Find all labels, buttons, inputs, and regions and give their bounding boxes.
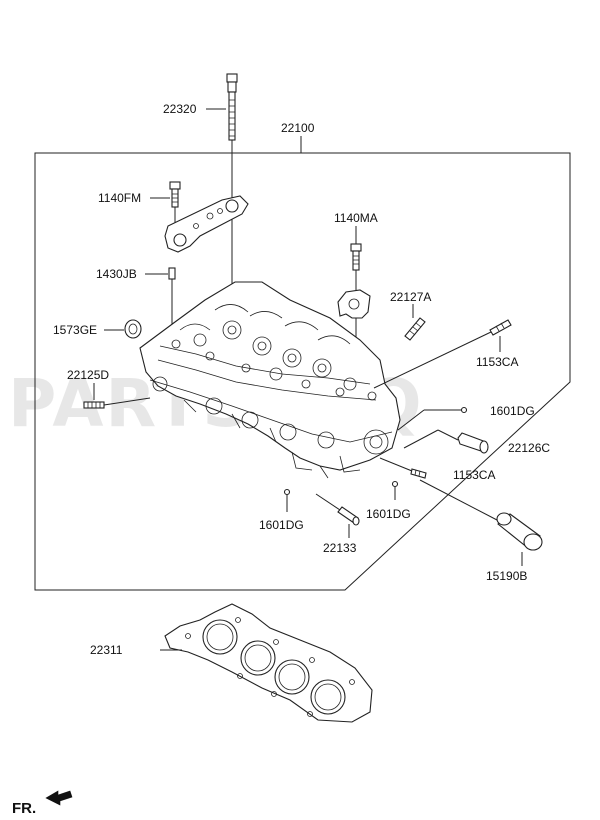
label-1601DG-right[interactable]: 1601DG [490,404,535,418]
head-gasket-22311[interactable] [160,603,373,723]
dowel-pin-1601DG-left[interactable] [283,488,291,513]
dowel-pin-1601DG-right[interactable] [397,406,468,431]
label-1153CA-upper[interactable]: 1153CA [476,355,518,369]
label-22125D[interactable]: 22125D [67,368,109,382]
plug-1573GE[interactable] [124,319,142,339]
label-22133[interactable]: 22133 [323,541,357,555]
label-1430JB[interactable]: 1430JB [96,267,137,281]
dowel-pin-1601DG-mid[interactable] [391,480,399,501]
assembly-frame [34,152,571,591]
bolt-1140MA[interactable] [350,243,362,296]
stud-1153CA-upper[interactable] [373,319,512,389]
stud-22126C[interactable] [403,429,489,454]
front-label: FR. [12,800,36,817]
label-1601DG-left[interactable]: 1601DG [259,518,304,532]
stud-22125D[interactable] [83,397,151,409]
label-1153CA-lower[interactable]: 1153CA [453,468,495,482]
stud-1153CA-lower[interactable] [379,457,427,479]
label-1140FM[interactable]: 1140FM [98,191,141,205]
label-22311[interactable]: 22311 [90,643,123,657]
label-1573GE[interactable]: 1573GE [53,323,97,337]
head-bolt-22320[interactable] [226,73,238,296]
label-15190B[interactable]: 15190B [486,569,527,583]
label-22127A[interactable]: 22127A [390,290,431,304]
camshaft-cap-right[interactable] [337,289,371,348]
pin-22133[interactable] [315,493,360,538]
label-22126C[interactable]: 22126C [508,441,550,455]
label-1601DG-mid[interactable]: 1601DG [366,507,411,521]
label-22100[interactable]: 22100 [281,121,315,135]
label-1140MA[interactable]: 1140MA [334,211,378,225]
sleeve-15190B[interactable] [419,479,543,566]
stud-22127A[interactable] [404,317,426,341]
camshaft-cap-left[interactable] [164,195,249,253]
label-22320[interactable]: 22320 [163,102,197,116]
arrow-icon [45,790,73,806]
cylinder-head-22100[interactable] [139,281,401,479]
front-direction-indicator: FR. [12,790,73,817]
